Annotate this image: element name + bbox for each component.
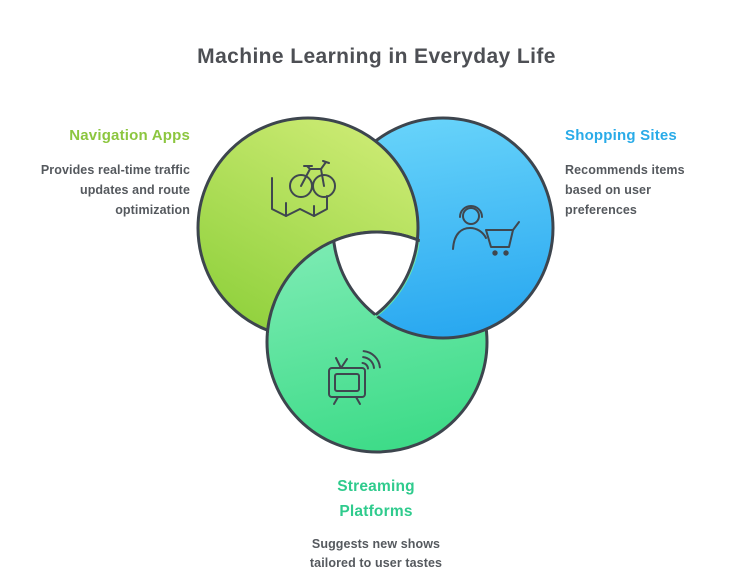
tv-broadcast-icon: [328, 350, 381, 405]
shopping-section: Shopping Sites Recommends items based on…: [565, 127, 743, 220]
description-line: updates and route: [79, 183, 190, 197]
description-line: Provides real-time traffic: [40, 163, 190, 177]
shopping-label: Shopping Sites: [565, 127, 677, 144]
navigation-description: Provides real-time traffic updates and r…: [18, 160, 190, 220]
streaming-description: Suggests new shows tailored to user tast…: [266, 535, 486, 568]
navigation-section: Navigation Apps Provides real-time traff…: [18, 127, 190, 220]
description-line: preferences: [565, 203, 637, 217]
venn-center-cutout: [333, 230, 418, 338]
streaming-label: Streaming Platforms: [266, 474, 486, 524]
person-shopping-cart-icon: [452, 205, 520, 256]
description-line: Recommends items: [565, 163, 685, 177]
streaming-label-line: Streaming: [337, 478, 415, 495]
description-line: based on user: [565, 183, 652, 197]
streaming-section: Streaming Platforms Suggests new shows t…: [266, 474, 486, 568]
shopping-description: Recommends items based on user preferenc…: [565, 160, 743, 220]
streaming-label-line: Platforms: [339, 503, 413, 520]
map-bicycle-icon: [271, 160, 336, 217]
navigation-label: Navigation Apps: [69, 127, 190, 144]
description-line: Suggests new shows: [311, 537, 441, 551]
description-line: tailored to user tastes: [309, 556, 443, 568]
description-line: optimization: [115, 203, 190, 217]
page-title: Machine Learning in Everyday Life: [197, 45, 556, 68]
